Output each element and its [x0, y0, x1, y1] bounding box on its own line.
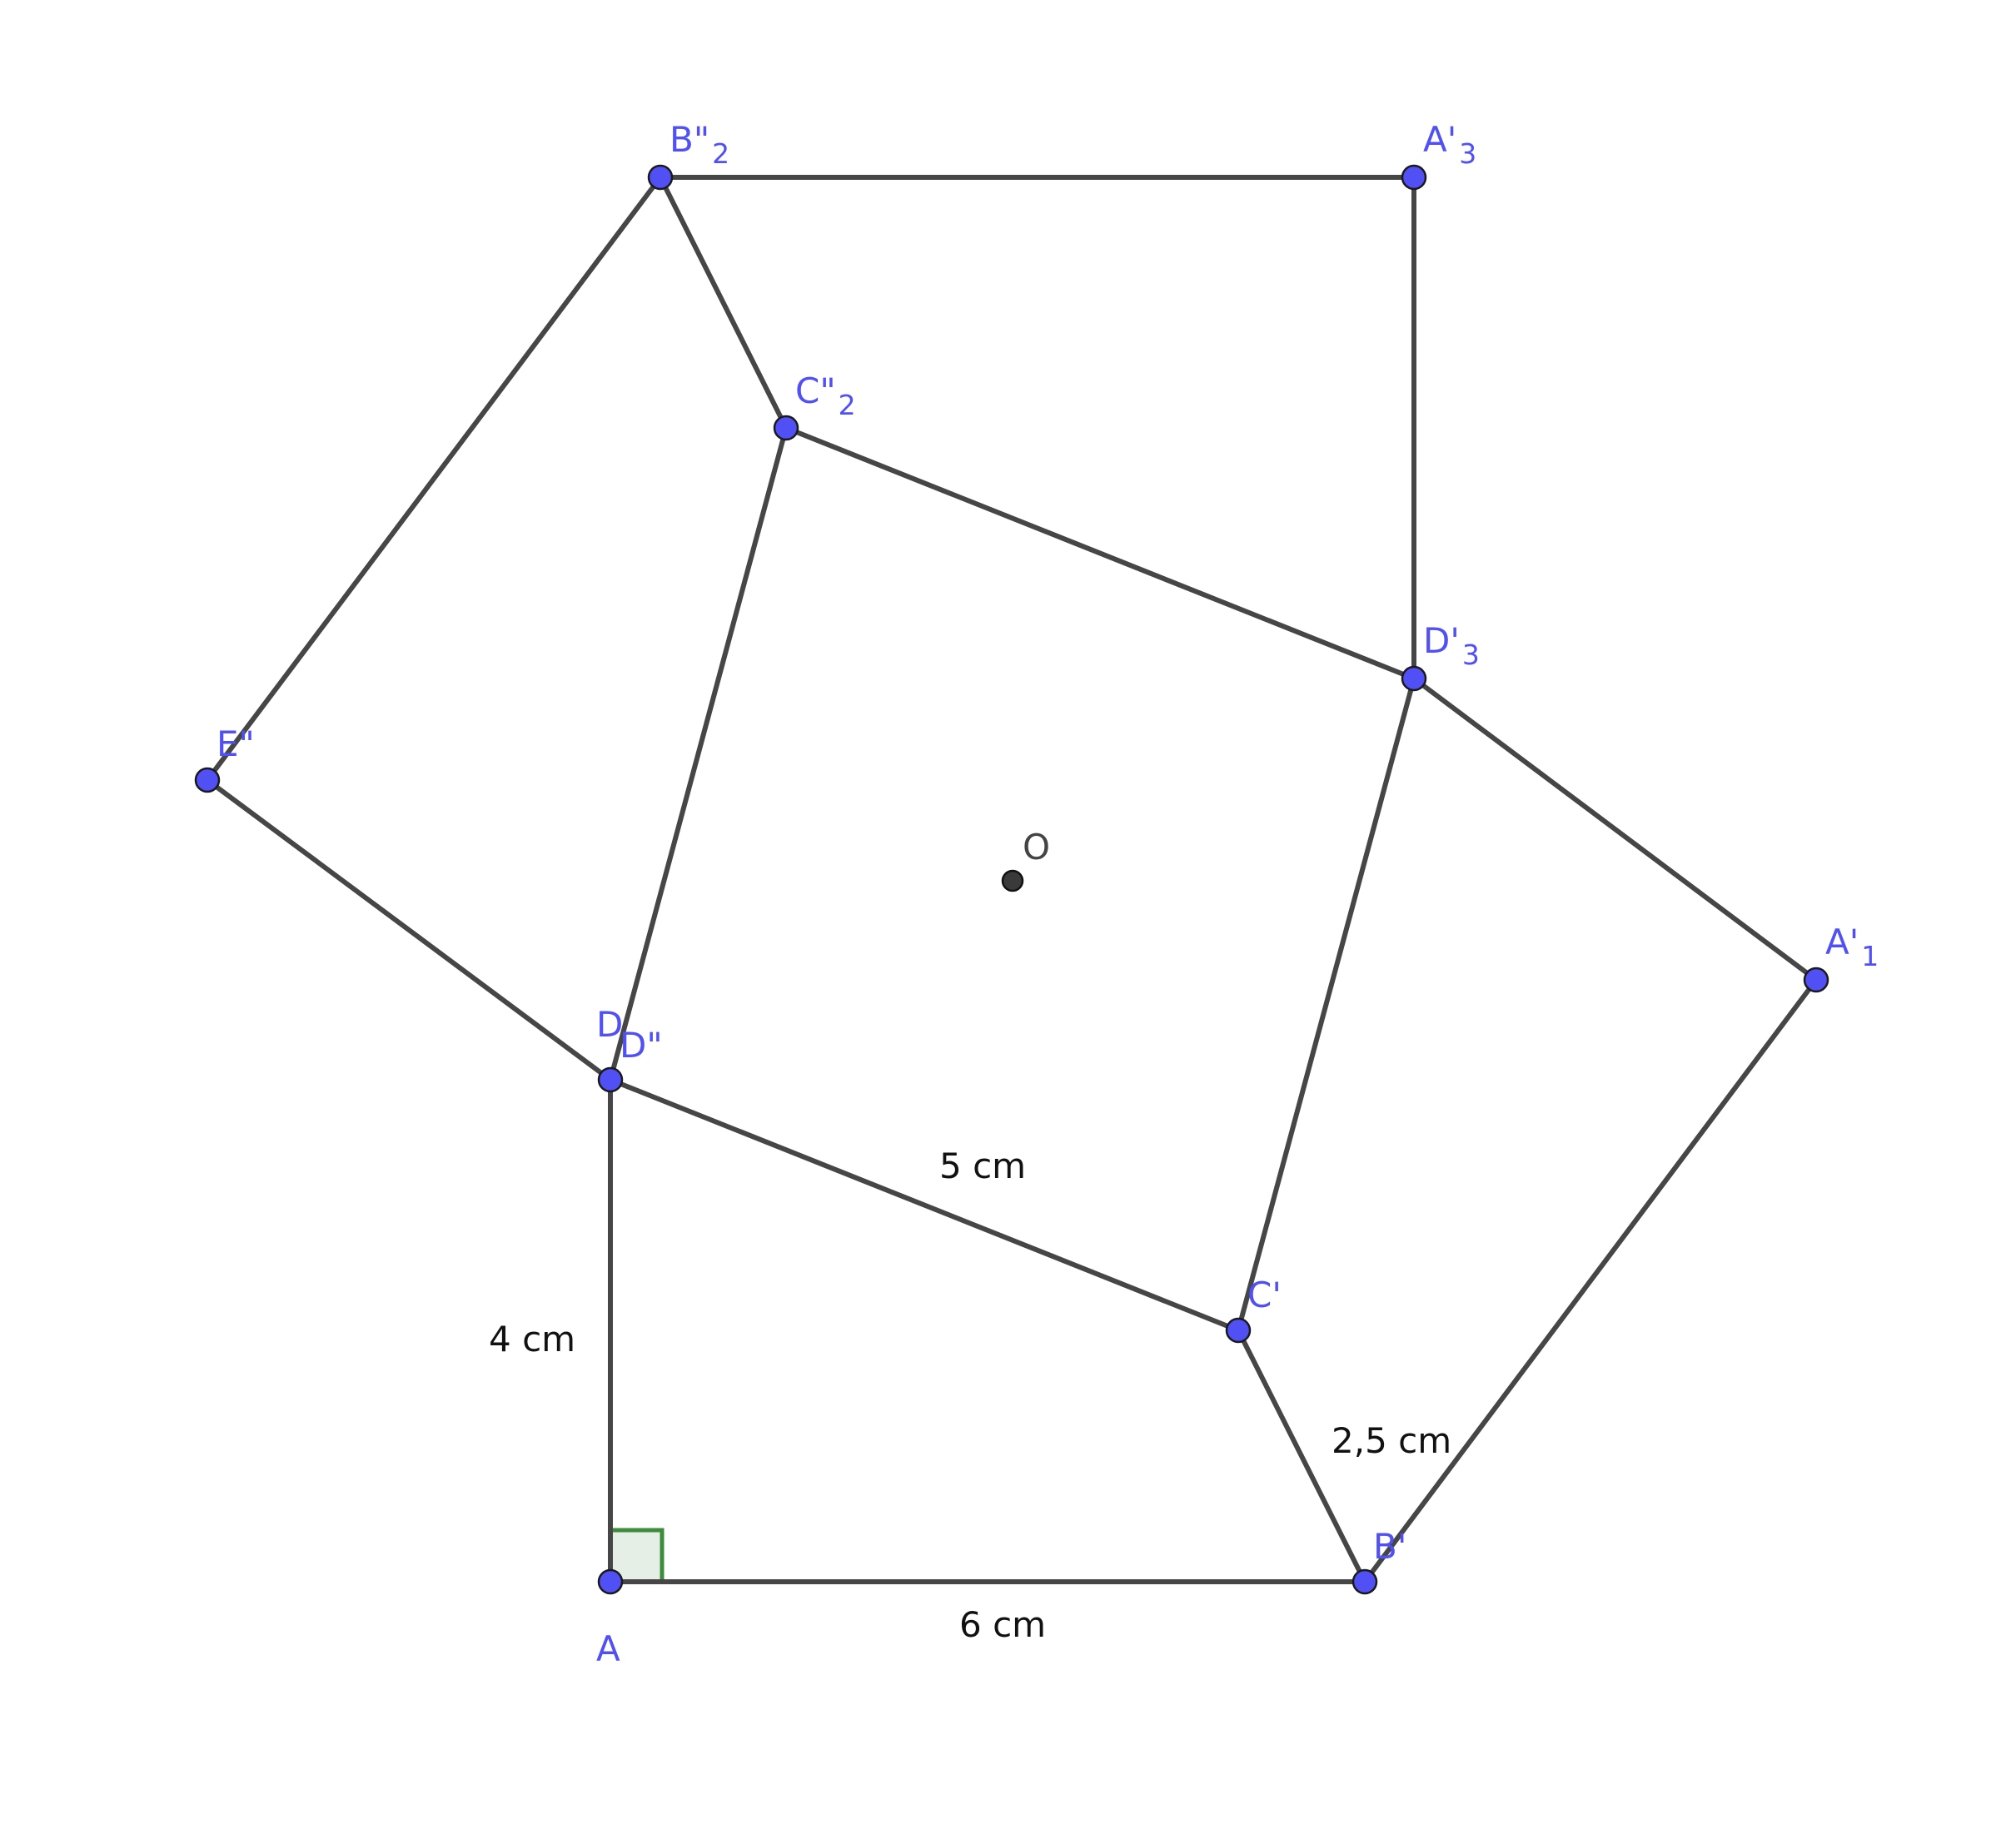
- label-Aprime3: A'3: [1423, 119, 1476, 170]
- segment-Csecond2-D: [608, 425, 789, 1082]
- measure-CB: 2,5 cm: [1332, 1420, 1451, 1461]
- label-O: O: [1023, 827, 1050, 867]
- measurements: 6 cm 4 cm 5 cm 2,5 cm: [489, 1146, 1451, 1645]
- segment-Esecond-D: [205, 778, 613, 1082]
- point-O[interactable]: [1001, 869, 1024, 892]
- segments: [205, 175, 1819, 1584]
- segment-Cprime-Bprime: [1236, 1328, 1367, 1584]
- label-Aprime1: A'1: [1825, 922, 1879, 972]
- point-labels: A B' C' D D" E" B"2 C"2 A'3 D'3 A'1 O: [217, 119, 1879, 1669]
- label-Dprime3: D'3: [1423, 620, 1480, 671]
- segment-Dprime3-Cprime: [1236, 676, 1416, 1333]
- segment-Bsecond2-Esecond: [205, 175, 663, 783]
- segment-Csecond2-Dprime3: [784, 425, 1416, 681]
- points: [194, 164, 1829, 1595]
- label-Dsecond: D": [620, 1025, 663, 1066]
- point-Aprime3[interactable]: [1401, 164, 1427, 191]
- label-Esecond: E": [217, 723, 255, 764]
- point-Bprime[interactable]: [1351, 1568, 1378, 1595]
- segment-Bprime-Aprime1: [1362, 977, 1819, 1584]
- point-Aprime1[interactable]: [1803, 967, 1829, 993]
- label-D: D: [596, 1004, 623, 1045]
- label-Bsecond2: B"2: [670, 119, 729, 170]
- label-Cprime: C': [1247, 1275, 1282, 1315]
- segment-D-Cprime: [608, 1077, 1241, 1333]
- point-Esecond[interactable]: [194, 767, 221, 793]
- point-A[interactable]: [597, 1568, 624, 1595]
- point-Csecond2[interactable]: [773, 415, 799, 441]
- measure-DC: 5 cm: [939, 1146, 1026, 1186]
- label-Csecond2: C"2: [795, 370, 856, 421]
- measure-AB: 6 cm: [959, 1604, 1046, 1645]
- label-Bprime: B': [1373, 1526, 1406, 1567]
- point-Bsecond2[interactable]: [647, 164, 674, 191]
- point-D[interactable]: [597, 1066, 624, 1093]
- segment-Aprime1-Dprime3: [1411, 676, 1819, 982]
- point-Cprime[interactable]: [1225, 1317, 1252, 1344]
- label-A: A: [596, 1628, 620, 1669]
- measure-AD: 4 cm: [489, 1319, 575, 1359]
- segment-Bsecond2-Csecond2: [658, 175, 789, 430]
- point-Dprime3[interactable]: [1401, 665, 1427, 692]
